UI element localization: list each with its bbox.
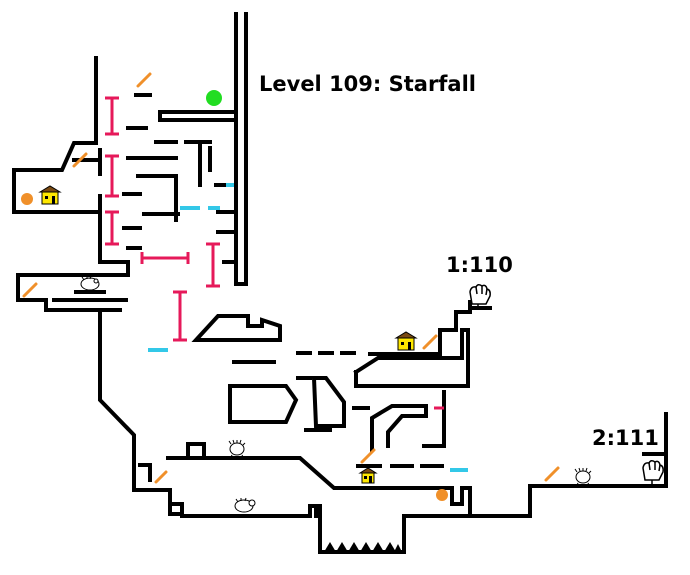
bar-barrier — [105, 96, 119, 136]
spring-pads — [22, 72, 560, 484]
house-icon — [38, 185, 62, 205]
wall-left-diagonal — [98, 308, 162, 492]
platform-pentagon — [228, 384, 299, 424]
hedgehog-icon — [228, 439, 246, 458]
spring-pad-icon — [22, 282, 38, 298]
hedgehog-icon — [80, 275, 100, 291]
house-icon — [358, 467, 378, 484]
platform-pillar — [311, 376, 346, 428]
level-title: Level 109: Starfall — [259, 72, 477, 96]
wall-stair-top — [368, 300, 472, 356]
wall-bottom-left-step — [158, 488, 184, 516]
wall-mid-floor — [166, 456, 468, 506]
wall-bottom-floor — [180, 486, 472, 554]
spring-pad-icon — [72, 152, 88, 168]
exit-label-2: 2:111 — [592, 426, 659, 450]
bar-barriers — [105, 96, 444, 410]
platform-hook — [370, 404, 428, 452]
spring-pad-icon — [360, 448, 376, 464]
wall-hook-right — [422, 390, 446, 448]
spring-pad-icon — [154, 470, 168, 484]
spring-pad-icon — [544, 466, 560, 482]
platform-trapezoid — [191, 314, 282, 342]
wall-left-step — [138, 463, 152, 482]
walls — [12, 12, 668, 554]
orange-orb-icon — [21, 193, 33, 205]
hedgehog-icon — [234, 497, 256, 513]
exit-label-1: 1:110 — [446, 253, 513, 277]
bar-barrier — [140, 252, 190, 264]
wall-shaft-top — [158, 12, 238, 122]
spring-pad-icon — [422, 334, 438, 350]
green-goal-icon — [206, 90, 222, 106]
wall-bump — [186, 442, 206, 456]
bar-barrier — [105, 210, 119, 246]
spring-pad-icon — [136, 72, 152, 88]
platform-stair-block — [353, 328, 470, 388]
hand-icon[interactable] — [642, 459, 664, 486]
spike-row-icon — [324, 542, 402, 552]
hand-icon[interactable] — [469, 283, 491, 308]
cyan-platforms — [148, 183, 468, 472]
house-icon — [394, 331, 418, 351]
wall-right-floor — [468, 412, 668, 518]
wall-left-lower — [16, 210, 130, 312]
bar-barrier — [105, 154, 119, 198]
hedgehog-icon — [574, 467, 592, 486]
bar-barrier — [206, 242, 220, 288]
orange-orb-icon — [436, 489, 448, 501]
bar-barrier — [173, 290, 187, 342]
